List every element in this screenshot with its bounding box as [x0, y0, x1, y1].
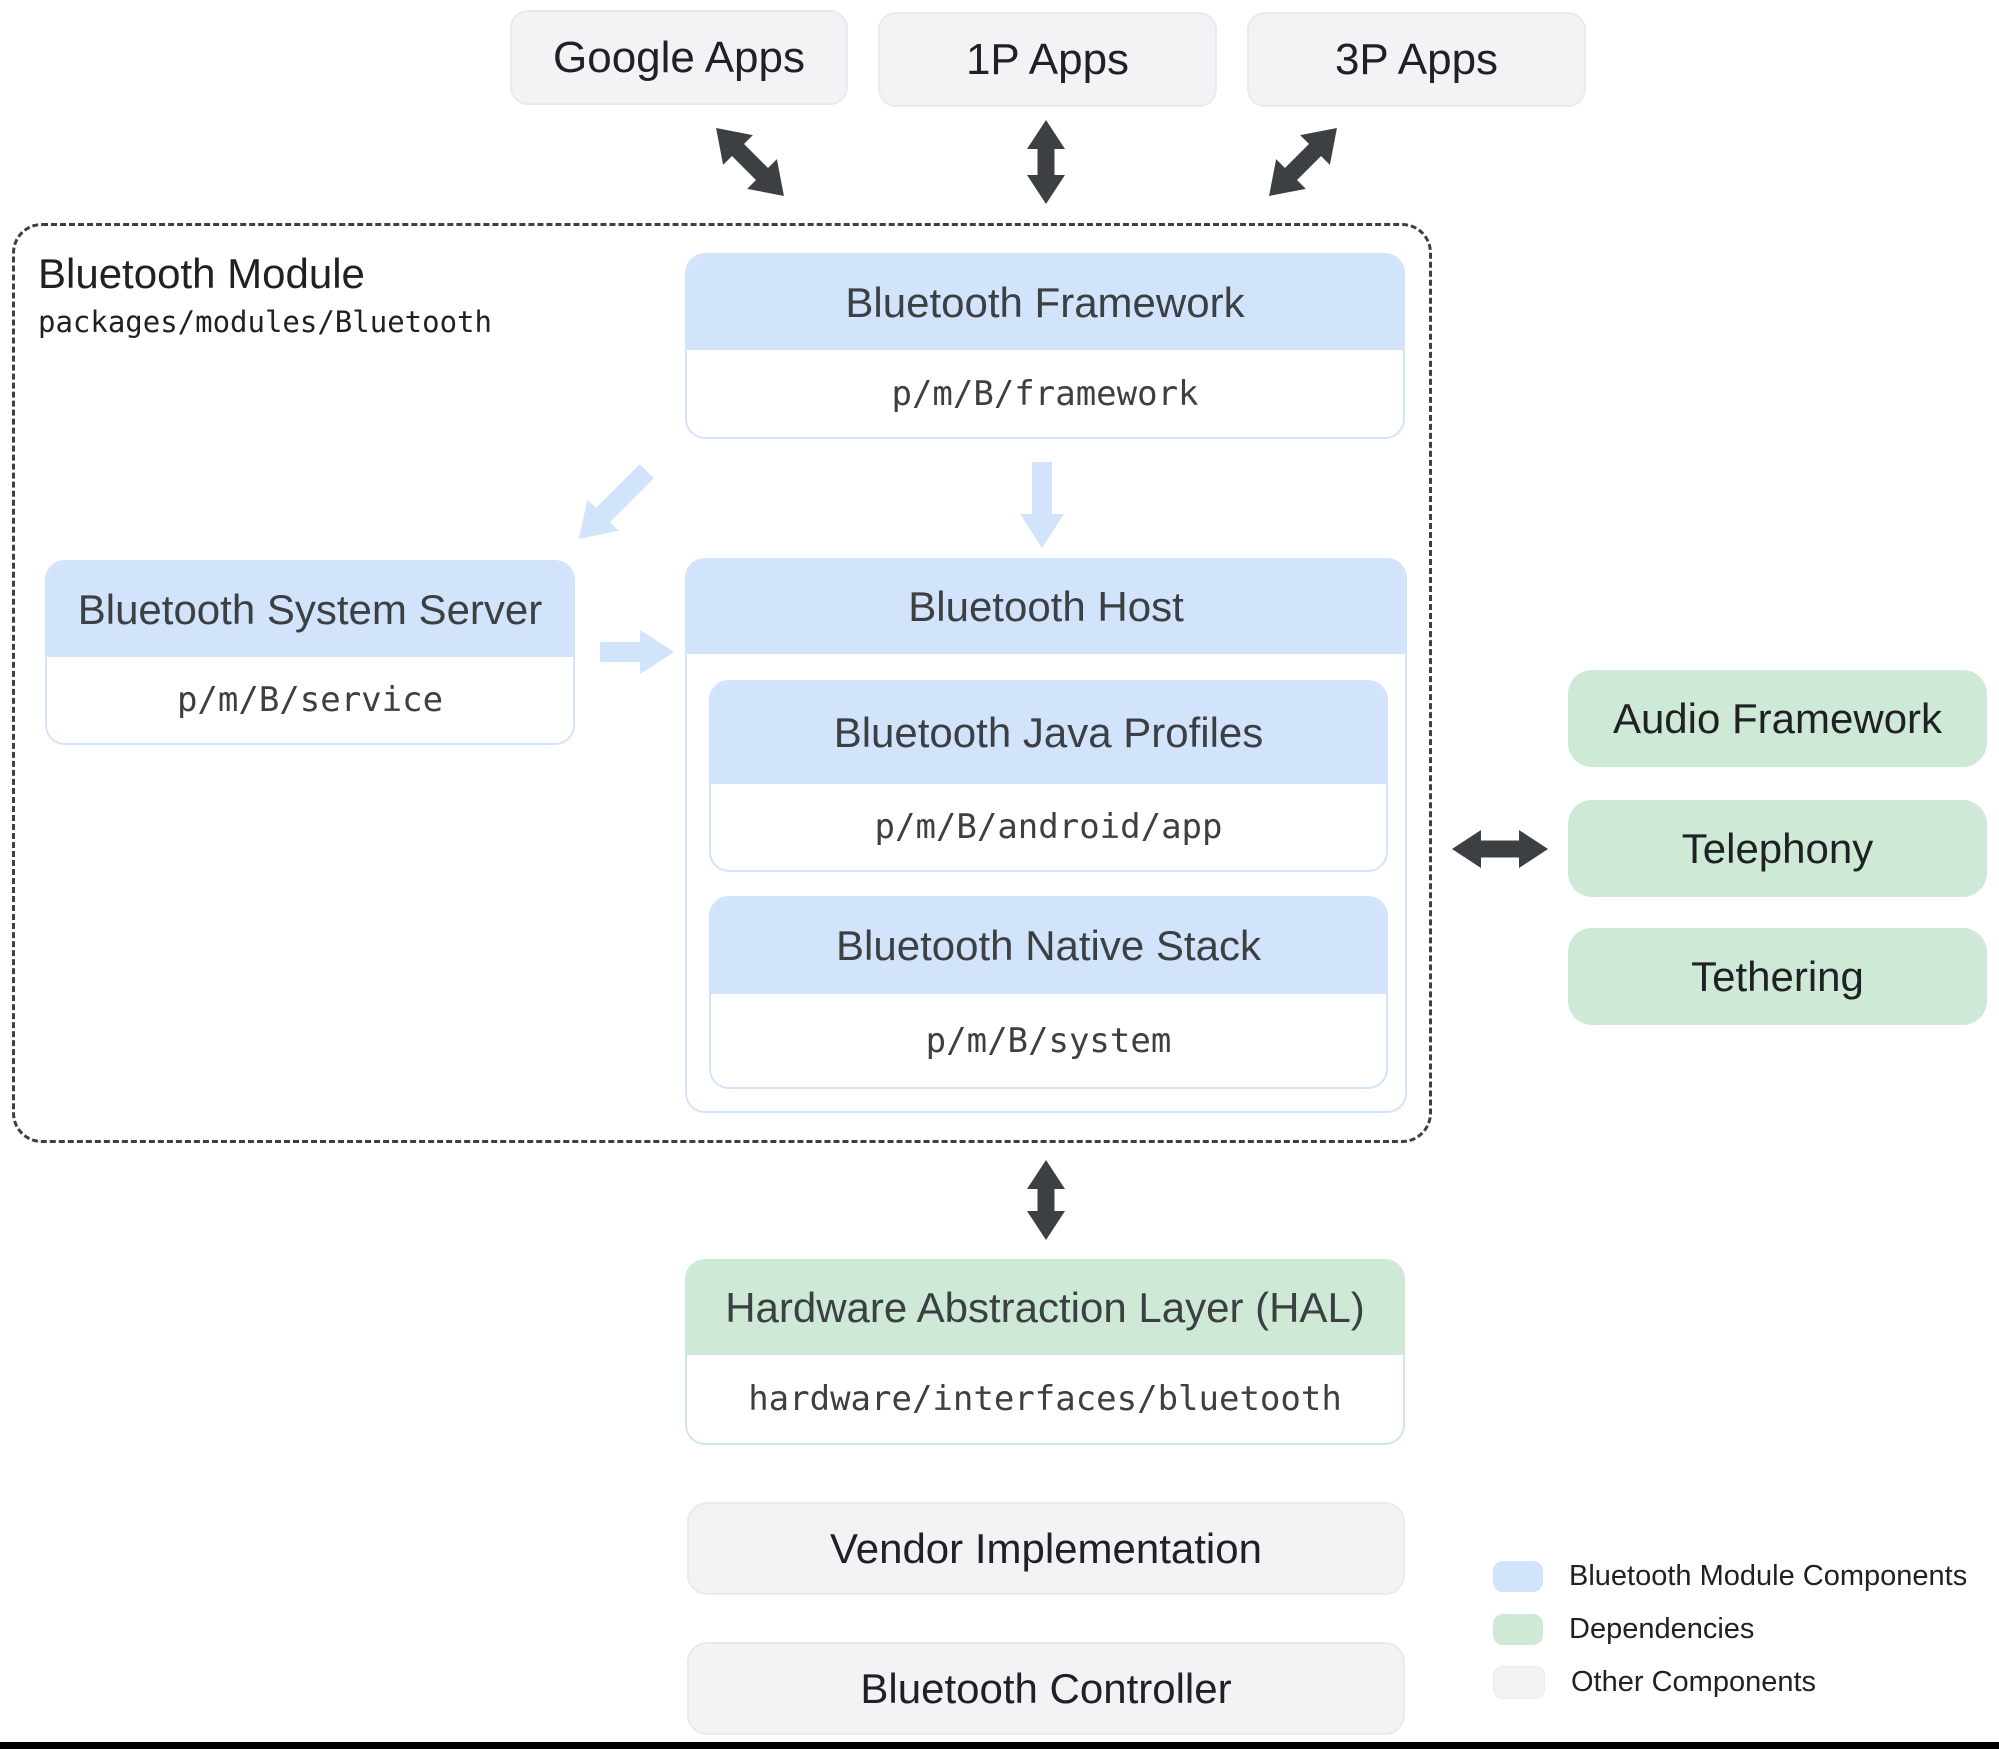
module-hal-arrow-icon	[1027, 1160, 1065, 1240]
dependency-box-audio-framework: Audio Framework	[1568, 670, 1987, 767]
host-native-stack-title: Bluetooth Native Stack	[711, 898, 1386, 994]
bluetooth-controller-box: Bluetooth Controller	[687, 1642, 1405, 1735]
system-server-path: p/m/B/service	[176, 680, 444, 720]
host-native-stack-box: Bluetooth Native Stack p/m/B/system	[709, 896, 1388, 1089]
app-box-google-label: Google Apps	[553, 32, 805, 82]
app-box-1p-label: 1P Apps	[965, 34, 1130, 84]
legend-label-module-components: Bluetooth Module Components	[1569, 1560, 1968, 1592]
host-java-profiles-box: Bluetooth Java Profiles p/m/B/android/ap…	[709, 680, 1388, 872]
hal-title: Hardware Abstraction Layer (HAL)	[687, 1261, 1403, 1355]
legend-swatch-dependencies	[1493, 1614, 1543, 1645]
host-native-stack-path: p/m/B/system	[925, 1020, 1172, 1061]
bluetooth-module-title: Bluetooth Module	[38, 250, 365, 297]
1p-apps-module-arrow-icon	[1027, 120, 1065, 204]
framework-to-system-server-arrow-icon	[578, 464, 654, 540]
vendor-implementation-label: Vendor Implementation	[830, 1524, 1262, 1572]
dependency-box-tethering: Tethering	[1568, 928, 1987, 1025]
host-title: Bluetooth Host	[687, 560, 1405, 654]
legend-swatch-module-components	[1493, 1561, 1543, 1592]
bluetooth-module-container	[12, 223, 1432, 1143]
bottom-border-bar	[0, 1742, 1999, 1749]
3p-apps-module-arrow-icon	[1269, 128, 1337, 196]
dependency-audio-framework-label: Audio Framework	[1612, 694, 1943, 742]
app-box-google: Google Apps	[510, 10, 848, 105]
host-java-profiles-path: p/m/B/android/app	[874, 807, 1223, 847]
app-box-3p-label: 3P Apps	[1334, 34, 1499, 84]
legend-label-dependencies: Dependencies	[1569, 1613, 1755, 1645]
bluetooth-module-path: packages/modules/Bluetooth	[38, 305, 492, 339]
vendor-implementation-box: Vendor Implementation	[687, 1502, 1405, 1595]
host-box: Bluetooth Host Bluetooth Java Profiles p…	[685, 558, 1407, 1113]
dependency-telephony-label: Telephony	[1681, 824, 1874, 872]
module-dependencies-arrow-icon	[1452, 830, 1548, 868]
app-box-1p: 1P Apps	[878, 12, 1217, 107]
framework-path: p/m/B/framework	[891, 373, 1199, 414]
framework-box: Bluetooth Framework p/m/B/framework	[685, 253, 1405, 439]
system-server-box: Bluetooth System Server p/m/B/service	[45, 560, 575, 745]
legend-row-dependencies: Dependencies	[1493, 1613, 1754, 1646]
dependency-box-telephony: Telephony	[1568, 800, 1987, 897]
legend-label-other-components: Other Components	[1571, 1666, 1817, 1698]
bluetooth-module-label: Bluetooth Module packages/modules/Blueto…	[38, 248, 492, 344]
dependency-tethering-label: Tethering	[1691, 952, 1864, 1000]
system-server-to-host-arrow-icon	[600, 630, 674, 674]
host-java-profiles-title: Bluetooth Java Profiles	[711, 682, 1386, 784]
framework-title: Bluetooth Framework	[687, 255, 1403, 350]
legend-swatch-other-components	[1493, 1666, 1545, 1699]
hal-box: Hardware Abstraction Layer (HAL) hardwar…	[685, 1259, 1405, 1445]
system-server-title: Bluetooth System Server	[47, 562, 573, 657]
google-apps-module-arrow-icon	[716, 128, 784, 196]
framework-to-host-arrow-icon	[1020, 462, 1064, 548]
app-box-3p: 3P Apps	[1247, 12, 1586, 107]
legend-row-other-components: Other Components	[1493, 1666, 1816, 1699]
bluetooth-controller-label: Bluetooth Controller	[860, 1664, 1232, 1712]
legend-row-module-components: Bluetooth Module Components	[1493, 1560, 1967, 1593]
hal-path: hardware/interfaces/bluetooth	[748, 1379, 1342, 1419]
